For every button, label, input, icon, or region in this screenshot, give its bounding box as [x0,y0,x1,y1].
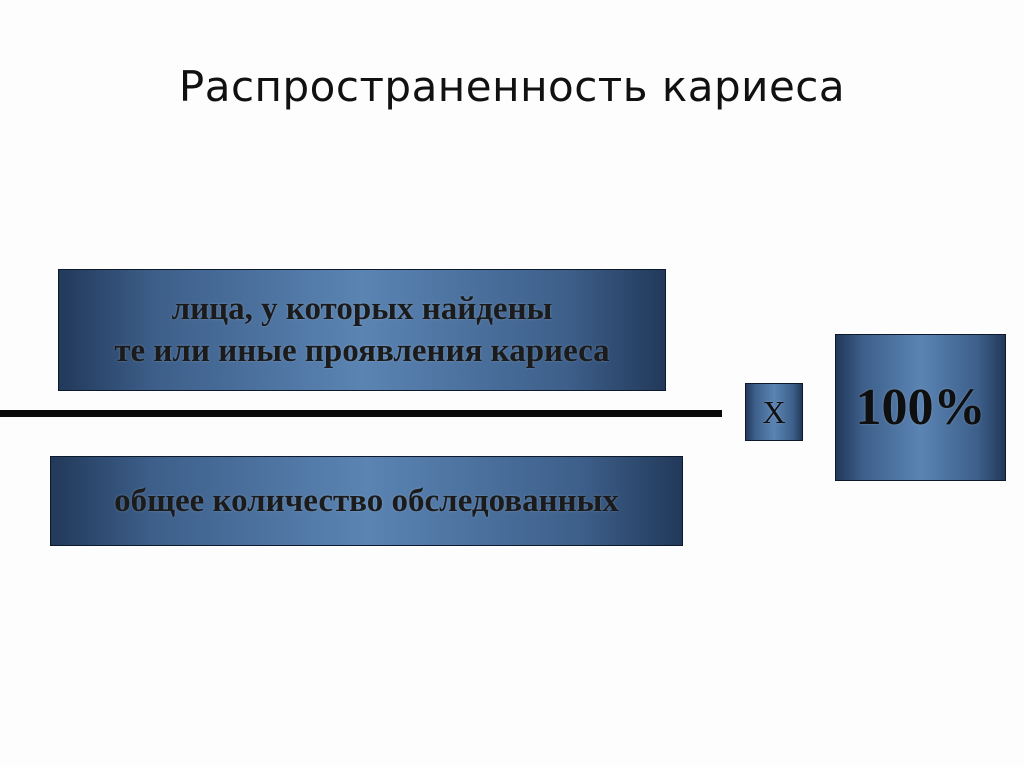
numerator-line-2: те или иные проявления кариеса [114,333,610,369]
denominator-box: общее количество обследованных [50,456,683,546]
fraction-line [0,410,722,417]
multiply-sign-box: Х [745,383,803,441]
slide-title: Распространенность кариеса [178,62,846,111]
numerator-box: лица, у которых найдены те или иные проя… [58,269,666,391]
denominator-text: общее количество обследованных [114,482,619,519]
hundred-percent-text: 100% [855,379,986,436]
multiply-sign: Х [762,393,786,430]
hundred-percent-box: 100% [835,334,1006,481]
numerator-line-1: лица, у которых найдены [171,291,553,327]
